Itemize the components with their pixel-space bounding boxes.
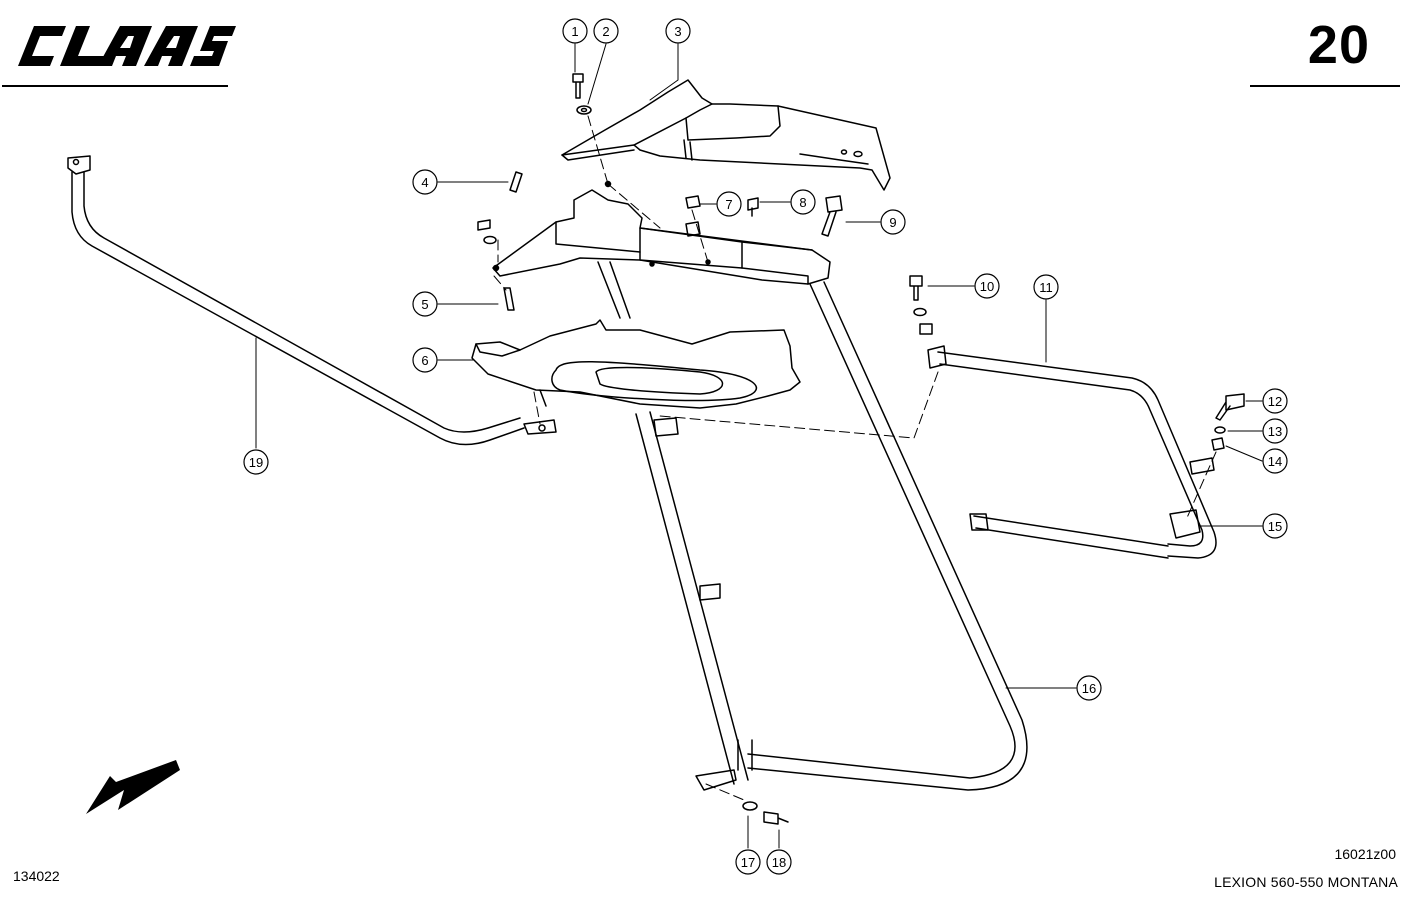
- callout-7: 7: [716, 191, 742, 217]
- callout-17: 17: [735, 849, 761, 875]
- right-rail-part-11: [927, 345, 1217, 559]
- svg-text:3: 3: [674, 24, 681, 39]
- callout-10: 10: [974, 273, 1000, 299]
- handle-cover-part-6: [471, 319, 801, 435]
- callout-6: 6: [412, 347, 438, 373]
- left-rail-part-19: [67, 155, 525, 446]
- drawing-code: 16021z00: [1334, 846, 1396, 862]
- svg-text:18: 18: [772, 855, 786, 870]
- callout-19: 19: [243, 449, 269, 475]
- svg-text:11: 11: [1039, 280, 1053, 295]
- claas-logo: [18, 26, 236, 66]
- page-number: 20: [1307, 15, 1370, 75]
- header-rule-right: [1250, 85, 1400, 87]
- svg-text:14: 14: [1268, 454, 1282, 469]
- callout-4: 4: [412, 169, 438, 195]
- callout-14: 14: [1262, 448, 1288, 474]
- leader-lines: [255, 43, 1263, 849]
- svg-text:5: 5: [421, 297, 428, 312]
- svg-text:12: 12: [1268, 394, 1282, 409]
- svg-text:13: 13: [1268, 424, 1282, 439]
- callout-15: 15: [1262, 513, 1288, 539]
- document-id: 134022: [13, 868, 60, 884]
- svg-text:19: 19: [249, 455, 263, 470]
- fasteners: [477, 73, 1245, 825]
- callout-16: 16: [1076, 675, 1102, 701]
- assembly-axes: [493, 115, 1217, 801]
- callout-13: 13: [1262, 418, 1288, 444]
- arrow-down-left-icon: [86, 760, 180, 814]
- svg-text:15: 15: [1268, 519, 1282, 534]
- callout-1: 1: [562, 18, 588, 44]
- svg-text:9: 9: [889, 215, 896, 230]
- svg-text:10: 10: [980, 279, 994, 294]
- right-lower-rail-part-15: [969, 457, 1215, 559]
- callout-5: 5: [412, 291, 438, 317]
- main-frame-part-16: [597, 261, 1028, 791]
- mounting-bracket-assembly: [492, 180, 831, 285]
- callout-18: 18: [766, 849, 792, 875]
- claas-logo-lettering: [18, 26, 236, 66]
- callout-11: 11: [1033, 274, 1059, 300]
- callout-3: 3: [665, 18, 691, 44]
- svg-text:6: 6: [421, 353, 428, 368]
- svg-text:2: 2: [602, 24, 609, 39]
- svg-text:4: 4: [421, 175, 428, 190]
- callout-9: 9: [880, 209, 906, 235]
- svg-text:17: 17: [741, 855, 755, 870]
- callout-8: 8: [790, 189, 816, 215]
- svg-text:7: 7: [725, 197, 732, 212]
- callout-12: 12: [1262, 388, 1288, 414]
- svg-text:16: 16: [1082, 681, 1096, 696]
- model-name: LEXION 560-550 MONTANA: [1214, 874, 1398, 890]
- header-rule-left: [2, 85, 228, 87]
- svg-text:1: 1: [571, 24, 578, 39]
- callout-bubbles: 1 2 3 4 5 6 7: [243, 18, 1288, 875]
- callout-2: 2: [593, 18, 619, 44]
- top-cover-part-3: [561, 79, 891, 191]
- svg-text:8: 8: [799, 195, 806, 210]
